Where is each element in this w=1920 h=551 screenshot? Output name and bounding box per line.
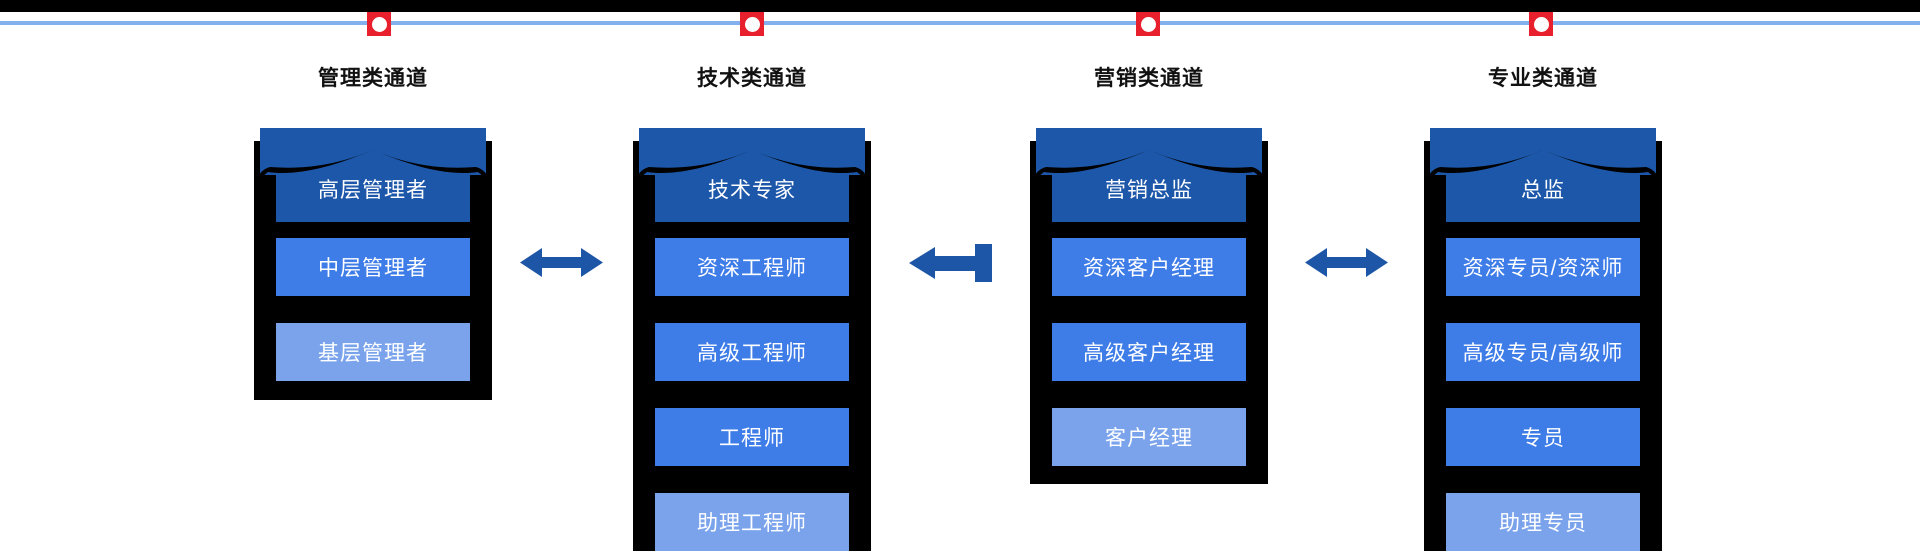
level-box-top: 技术专家 — [708, 179, 796, 202]
level-box-top: 总监 — [1521, 179, 1565, 202]
level-box: 资深工程师 — [655, 238, 849, 296]
timeline-node-icon — [367, 12, 391, 36]
node-dot — [1140, 16, 1156, 32]
level-box: 资深客户经理 — [1052, 238, 1246, 296]
channel-title: 管理类通道 — [318, 67, 428, 90]
channel-column-professional: 专业类通道 总监 资深专员/资深师 高级专员/高级师 专员 助理专员 — [1424, 0, 1662, 551]
channel-title: 技术类通道 — [697, 67, 807, 90]
channel-column-technical: 技术类通道 技术专家 资深工程师 高级工程师 工程师 助理工程师 — [633, 0, 871, 551]
open-box-lid-icon — [633, 128, 871, 222]
level-box: 中层管理者 — [276, 238, 470, 296]
open-box-lid-icon — [1424, 128, 1662, 222]
double-arrow-icon — [520, 248, 603, 277]
level-box: 高级工程师 — [655, 323, 849, 381]
level-box: 高级专员/高级师 — [1446, 323, 1640, 381]
channel-title: 专业类通道 — [1488, 67, 1598, 90]
top-black-bar — [0, 0, 1920, 12]
open-box-lid-icon — [254, 128, 492, 222]
timeline-node-icon — [1136, 12, 1160, 36]
level-box: 助理专员 — [1446, 493, 1640, 551]
level-box: 工程师 — [655, 408, 849, 466]
level-box-top: 高层管理者 — [318, 179, 428, 202]
channel-title: 营销类通道 — [1094, 67, 1204, 90]
left-arrow-icon — [909, 244, 992, 282]
level-box: 助理工程师 — [655, 493, 849, 551]
level-box: 专员 — [1446, 408, 1640, 466]
node-dot — [371, 16, 387, 32]
level-box-top: 营销总监 — [1105, 179, 1193, 202]
channel-column-marketing: 营销类通道 营销总监 资深客户经理 高级客户经理 客户经理 — [1030, 0, 1268, 551]
open-box-lid-icon — [1030, 128, 1268, 222]
timeline-line — [0, 21, 1920, 25]
timeline-node-icon — [1529, 12, 1553, 36]
level-box: 高级客户经理 — [1052, 323, 1246, 381]
timeline-node-icon — [740, 12, 764, 36]
level-box: 资深专员/资深师 — [1446, 238, 1640, 296]
level-box: 客户经理 — [1052, 408, 1246, 466]
channel-column-management: 管理类通道 高层管理者 中层管理者 基层管理者 — [254, 0, 492, 551]
level-box: 基层管理者 — [276, 323, 470, 381]
double-arrow-icon — [1305, 248, 1388, 277]
node-dot — [1533, 16, 1549, 32]
node-dot — [744, 16, 760, 32]
